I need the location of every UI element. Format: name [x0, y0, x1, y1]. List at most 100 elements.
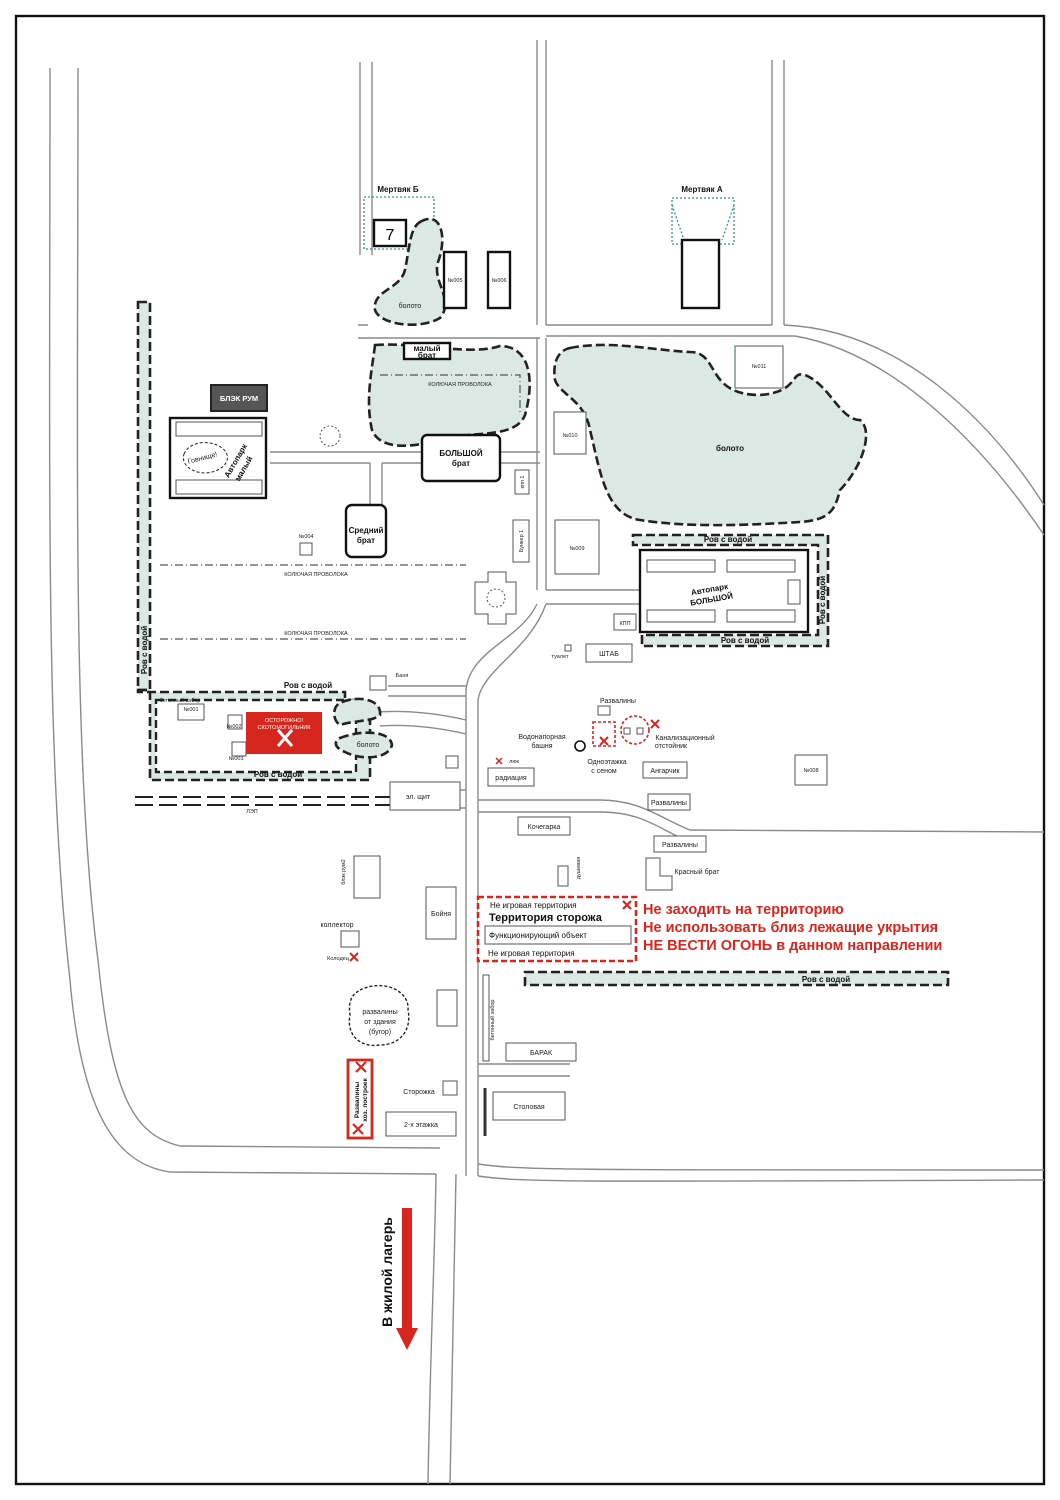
building-008: [794, 754, 828, 786]
svg-text:хоз. построек: хоз. построек: [362, 1077, 369, 1121]
svg-text:№009: №009: [569, 546, 584, 552]
svg-text:Развалины: Развалины: [662, 842, 698, 849]
mertvyak-a-label: Мертвяк А: [681, 185, 723, 194]
svg-text:коллектор: коллектор: [321, 922, 354, 929]
svg-text:№008: №008: [803, 768, 818, 774]
svg-text:№002: №002: [226, 724, 241, 730]
moat-south: [523, 970, 950, 987]
kpp1: [514, 469, 530, 495]
svg-text:блэк рум2: блэк рум2: [341, 859, 347, 884]
canteen: [492, 1091, 566, 1121]
svg-text:бетонный забор: бетонный забор: [489, 1000, 496, 1041]
svg-text:развалины: развалины: [362, 1009, 397, 1016]
mertvyak-a: Мертвяк А: [671, 185, 735, 310]
svg-text:Столовая: Столовая: [513, 1104, 545, 1111]
svg-text:(бугор): (бугор): [369, 1028, 391, 1036]
hangar: [642, 761, 688, 779]
building-004: [299, 542, 313, 556]
svg-text:Развалины: Развалины: [600, 698, 636, 705]
two-floor-building: [385, 1111, 457, 1137]
svg-text:БЛЭК РУМ: БЛЭК РУМ: [220, 394, 258, 403]
svg-text:Развалины: Развалины: [651, 800, 687, 807]
svg-text:отстойник: отстойник: [655, 742, 688, 750]
svg-text:№001: №001: [183, 707, 198, 713]
svg-text:Сторожка: Сторожка: [403, 1089, 435, 1096]
middle-brat-building: [344, 503, 388, 559]
barrack: [505, 1042, 577, 1062]
svg-text:№004: №004: [298, 534, 313, 540]
mertvyak-b: Мертвяк Б 7: [363, 185, 435, 250]
svg-text:Ров с водой: Ров с водой: [818, 576, 827, 624]
svg-text:В жилой лагерь: В жилой лагерь: [379, 1217, 395, 1327]
swamp-wire-zone: [367, 343, 531, 447]
warning-line-3: НЕ ВЕСТИ ОГОНЬ в данном направлении: [643, 938, 942, 954]
svg-text:Ров с водой: Ров с водой: [140, 626, 149, 674]
svg-text:Водонапорная: Водонапорная: [518, 734, 565, 741]
svg-text:Средний: Средний: [349, 526, 384, 535]
moat-east-avtopark: [631, 533, 830, 648]
svg-text:Канализационный: Канализационный: [655, 734, 714, 742]
svg-text:эл. щит: эл. щит: [406, 794, 431, 801]
wire-label-top: КОЛЮЧАЯ ПРОВОЛОКА: [428, 382, 492, 388]
svg-text:башня: башня: [531, 742, 552, 750]
building-011: [734, 345, 784, 389]
svg-text:ШТАБ: ШТАБ: [599, 651, 619, 658]
svg-text:брат: брат: [357, 536, 375, 545]
svg-text:Ангарчик: Ангарчик: [650, 768, 680, 775]
big-brat-building: [420, 433, 502, 483]
svg-text:Одноэтажка: Одноэтажка: [587, 759, 626, 766]
svg-text:брат: брат: [452, 459, 470, 468]
svg-text:СКОТОМОГИЛЬНИК: СКОТОМОГИЛЬНИК: [258, 725, 312, 731]
svg-text:радиация: радиация: [495, 775, 527, 782]
svg-text:душевая: душевая: [576, 857, 582, 879]
svg-text:Ров с водой: Ров с водой: [284, 681, 332, 690]
svg-text:туалет: туалет: [552, 654, 569, 660]
guardhouse: [442, 1080, 458, 1096]
small-brat-building: [402, 341, 452, 361]
svg-text:малый: малый: [413, 344, 440, 353]
black-room-2: [353, 855, 381, 899]
guard-title: Территория сторожа: [489, 912, 603, 924]
guard-bottom-note: Не игровая территория: [488, 949, 575, 958]
svg-text:№003: №003: [228, 756, 243, 762]
building-7-label: 7: [386, 227, 395, 244]
svg-text:Бойня: Бойня: [431, 910, 451, 918]
to-camp-arrow: В жилой лагерь: [379, 1208, 418, 1350]
svg-text:Бункер 1: Бункер 1: [519, 530, 525, 552]
svg-text:Ров с водой: Ров с водой: [704, 535, 752, 544]
svg-text:БАРАК: БАРАК: [530, 1050, 553, 1057]
ruins-east: [653, 835, 707, 853]
svg-text:люк: люк: [509, 759, 519, 765]
boiler-house: [517, 816, 571, 836]
building-009: [554, 519, 600, 575]
svg-text:2-х этажка: 2-х этажка: [404, 1122, 438, 1129]
svg-text:ОСТОРОЖНО!: ОСТОРОЖНО!: [265, 718, 303, 724]
slaughterhouse: [425, 886, 457, 940]
svg-text:КПП: КПП: [619, 621, 630, 627]
moat-west: [136, 300, 152, 692]
bathhouse: [369, 675, 387, 691]
svg-text:с сеном: с сеном: [591, 768, 617, 775]
el-shield: [389, 781, 461, 811]
svg-text:Баня: Баня: [396, 673, 409, 679]
building-006: [486, 250, 512, 310]
warning-line-2: Не использовать близ лежащие укрытия: [643, 920, 938, 936]
bunker1: [512, 519, 530, 563]
power-line-label: ЛЭП: [246, 809, 258, 815]
svg-text:Красный брат: Красный брат: [675, 868, 721, 876]
ruins-mid: [647, 793, 691, 811]
swamp-small-south: [334, 731, 394, 759]
mertvyak-b-label: Мертвяк Б: [377, 185, 419, 194]
building-010: [553, 411, 587, 455]
roads: [48, 40, 1045, 1485]
water-tower: [574, 740, 586, 752]
svg-text:№006: №006: [491, 278, 506, 284]
headquarters: [585, 643, 633, 663]
cattle-burial-warning: [246, 712, 322, 754]
svg-text:болото: болото: [357, 741, 380, 749]
svg-text:от здания: от здания: [364, 1019, 396, 1026]
building-005: [442, 250, 468, 310]
svg-text:Колодец: Колодец: [327, 956, 350, 962]
svg-text:КОЛЮЧАЯ ПРОВОЛОКА: КОЛЮЧАЯ ПРОВОЛОКА: [284, 572, 348, 578]
